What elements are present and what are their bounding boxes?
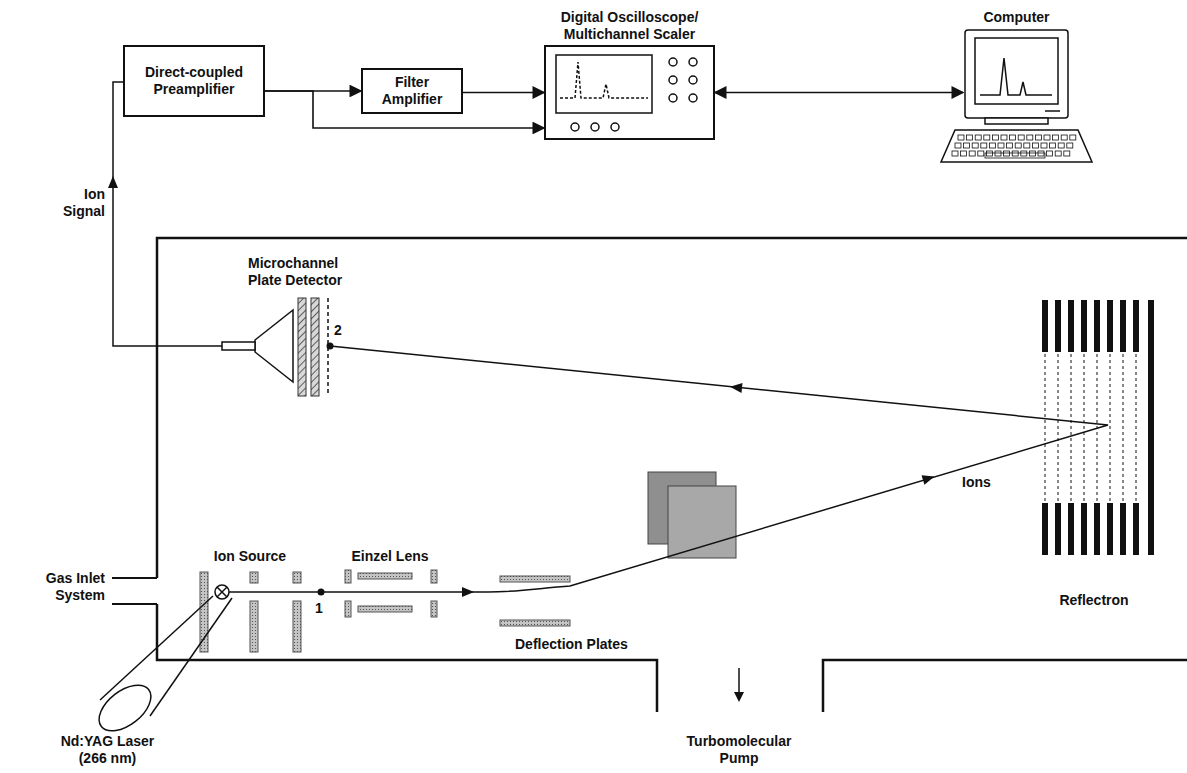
box-label: Direct-coupled Preamplifier	[125, 60, 263, 102]
equipment-box: Computer	[965, 30, 1068, 122]
electronics-box: Filter Amplifier	[361, 68, 463, 114]
electronics-box: Direct-coupled Preamplifier	[123, 45, 265, 117]
part-label: Reflectron	[1038, 592, 1150, 609]
pump-arrow	[734, 668, 744, 702]
gas-inlet	[112, 578, 157, 604]
ion-path	[215, 346, 1108, 599]
beam-label: Ions	[962, 474, 1002, 491]
part-label: Gas Inlet System	[5, 570, 105, 604]
signal-connector	[715, 92, 963, 94]
part-label: Microchannel Plate Detector	[248, 255, 363, 289]
einzel-lens	[345, 570, 437, 617]
deflection-plates	[500, 576, 570, 626]
signal-label: Ion Signal	[45, 186, 105, 220]
vacuum-chamber	[157, 238, 1187, 712]
part-label: Einzel Lens	[340, 548, 440, 565]
ion-source	[200, 572, 301, 652]
signal-connector	[463, 92, 544, 94]
part-label: Nd:YAG Laser (266 nm)	[50, 733, 165, 767]
computer-icon	[941, 30, 1092, 162]
box-label: Filter Amplifier	[363, 70, 461, 112]
callout-number: 2	[334, 322, 348, 339]
part-label: Deflection Plates	[515, 636, 685, 653]
microchannel-plate-detector	[222, 298, 334, 396]
part-label: Turbomolecular Pump	[674, 733, 804, 767]
equipment-heading: Digital Oscilloscope/ Multichannel Scale…	[520, 9, 740, 43]
equipment-heading: Computer	[907, 9, 1127, 26]
steering-plates	[648, 472, 736, 558]
oscilloscope-face	[556, 55, 697, 131]
ion-signal-wire	[108, 82, 222, 346]
equipment-box: Digital Oscilloscope/ Multichannel Scale…	[544, 45, 715, 140]
callout-number: 1	[315, 600, 329, 617]
laser-beam	[91, 596, 232, 740]
part-label: Ion Source	[195, 548, 305, 565]
